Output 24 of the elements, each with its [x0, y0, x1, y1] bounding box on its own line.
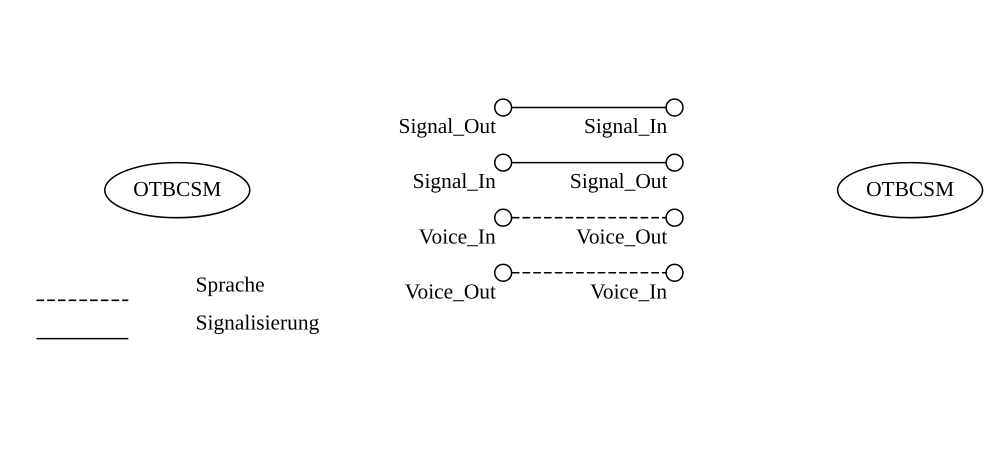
connector: [512, 162, 666, 164]
node-label: Voice_Out: [576, 224, 668, 248]
node-ellipse: OTBCSM: [104, 162, 251, 218]
node-label: Voice_In: [590, 279, 668, 304]
node-circle: [665, 153, 684, 172]
node-label: Voice_Out: [404, 279, 496, 304]
node-circle: [494, 208, 512, 227]
node-circle: [665, 264, 684, 282]
node-label: Signal_Out: [570, 169, 668, 194]
node-circle: [665, 98, 684, 117]
node-circle: [665, 208, 684, 227]
legend-label: Signalisierung: [196, 310, 320, 335]
node-circle: [494, 153, 512, 172]
node-ellipse: OTBCSM: [836, 162, 984, 218]
node-circle: [494, 98, 512, 117]
connector: [512, 216, 666, 218]
node-label: Voice_In: [418, 224, 496, 248]
node-label: Signal_In: [584, 114, 668, 138]
legend-label: Sprache: [196, 272, 265, 296]
connector: [512, 272, 666, 274]
connector: [512, 106, 666, 108]
node-label: Signal_Out: [398, 114, 496, 138]
node-label: Signal_In: [412, 169, 496, 194]
node-circle: [494, 264, 512, 282]
